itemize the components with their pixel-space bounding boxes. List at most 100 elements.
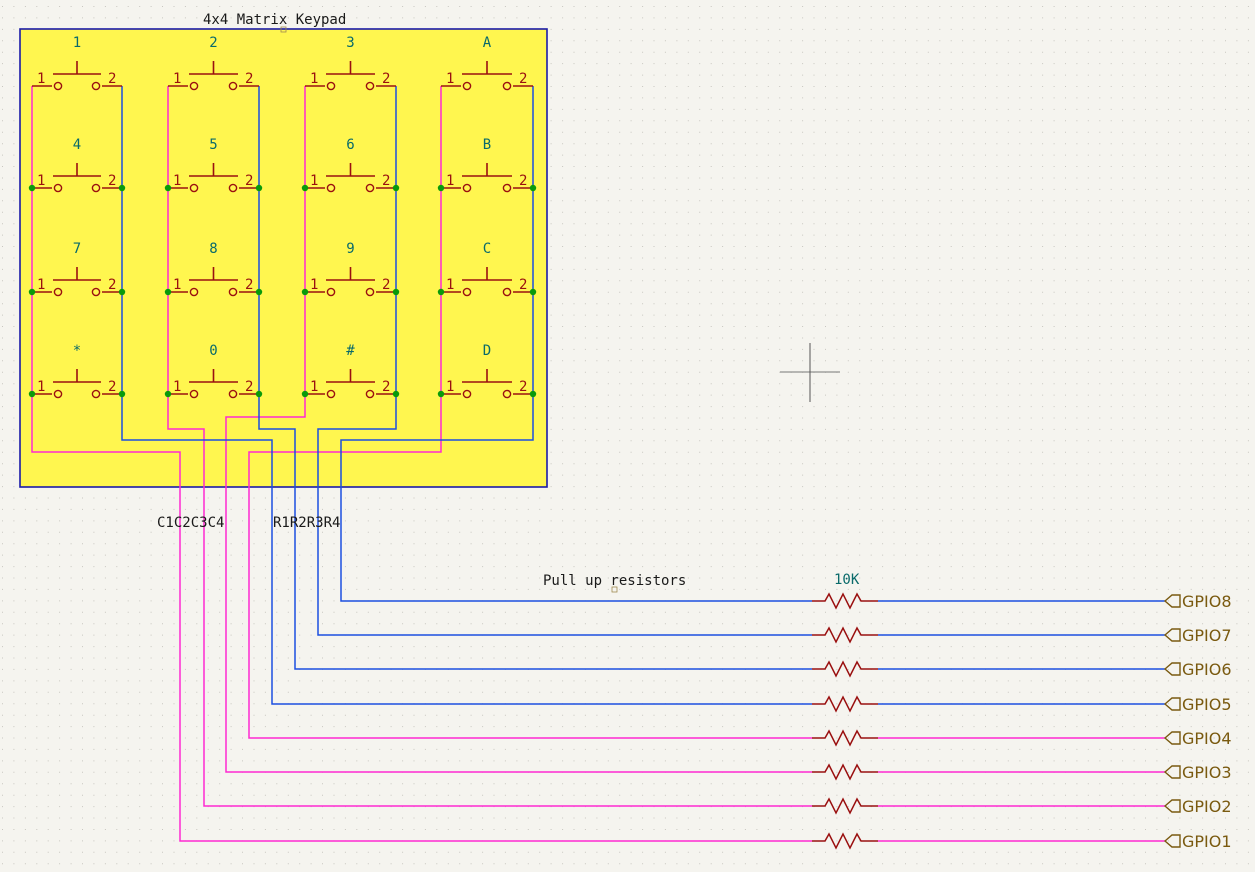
pin-number-2: 2 [108,71,116,87]
net-wire-c1 [31,394,812,842]
switch-contact-left [53,183,63,193]
net-wire-c2 [167,394,812,807]
switch-contact-right [502,389,512,399]
switch-contact-left [189,389,199,399]
junction-dot [301,184,309,192]
switch-contact-left [462,183,472,193]
resistor-zigzag [812,695,878,713]
gpio-port-gpio3[interactable]: GPIO3 [1163,763,1232,782]
pullup-resistor[interactable] [812,592,878,610]
pullup-resistor[interactable] [812,729,878,747]
key-label: # [346,343,355,359]
pin-number-2: 2 [519,71,527,87]
gpio-label: GPIO4 [1182,729,1232,748]
pin-number-1: 1 [37,71,45,87]
junction-dot [255,288,263,296]
junction-dot [28,184,36,192]
switch-contact-right [91,287,101,297]
pin-number-2: 2 [519,173,527,189]
switch-contact-right [91,183,101,193]
pullup-resistor[interactable] [812,763,878,781]
switch-contact-left [189,183,199,193]
gpio-port-gpio8[interactable]: GPIO8 [1163,592,1232,611]
keypad-sheet-box[interactable] [19,28,548,488]
net-wire-c4 [248,394,812,739]
pullup-resistor[interactable] [812,626,878,644]
pin-number-2: 2 [382,173,390,189]
pin-number-1: 1 [37,379,45,395]
pullup-resistor[interactable] [812,695,878,713]
pin-number-1: 1 [37,277,45,293]
resistor-zigzag [812,763,878,781]
junction-dot [28,390,36,398]
gpio-port-gpio2[interactable]: GPIO2 [1163,797,1232,816]
gpio-port-gpio4[interactable]: GPIO4 [1163,729,1232,748]
junction-dot [118,288,126,296]
switch-contact-right [228,183,238,193]
switch-contact-right [502,183,512,193]
junction-dot [437,184,445,192]
net-wire-c3 [225,394,812,773]
net-wire-r2 [258,394,812,670]
pullup-resistor[interactable] [812,832,878,850]
input-port-shape-icon [1163,834,1181,848]
wires-layer [31,86,1165,842]
gpio-label: GPIO1 [1182,832,1232,851]
net-wire-r3 [317,394,812,636]
junction-dot [301,288,309,296]
gpio-port-gpio1[interactable]: GPIO1 [1163,832,1232,851]
pullup-resistor[interactable] [812,660,878,678]
gpio-label: GPIO2 [1182,797,1232,816]
net-wire-r1 [121,394,812,705]
key-label: 8 [209,241,217,257]
pullup-note: Pull up resistors [543,573,686,589]
pin-number-1: 1 [310,379,318,395]
key-label: 0 [209,343,217,359]
pin-number-2: 2 [245,277,253,293]
gpio-label: GPIO8 [1182,592,1232,611]
pin-number-2: 2 [382,71,390,87]
input-port-shape-icon [1163,697,1181,711]
junction-dot [28,288,36,296]
row-net-labels: R1R2R3R4 [273,515,340,531]
switch-contact-left [326,287,336,297]
gpio-port-gpio6[interactable]: GPIO6 [1163,660,1232,679]
key-label: B [483,137,491,153]
gpio-port-gpio7[interactable]: GPIO7 [1163,626,1232,645]
key-label: D [483,343,491,359]
resistor-zigzag [812,592,878,610]
pin-number-2: 2 [245,71,253,87]
resistor-zigzag [812,626,878,644]
switch-contact-left [462,81,472,91]
switch-contact-right [502,81,512,91]
junction-dot [437,288,445,296]
junction-dot [118,184,126,192]
switch-contact-left [53,389,63,399]
junction-dot [164,390,172,398]
gpio-label: GPIO5 [1182,695,1232,714]
pin-number-1: 1 [310,277,318,293]
crosshair-cursor [780,343,840,402]
key-label: C [483,241,491,257]
gpio-port-gpio5[interactable]: GPIO5 [1163,695,1232,714]
pullup-resistor[interactable] [812,797,878,815]
input-port-shape-icon [1163,662,1181,676]
